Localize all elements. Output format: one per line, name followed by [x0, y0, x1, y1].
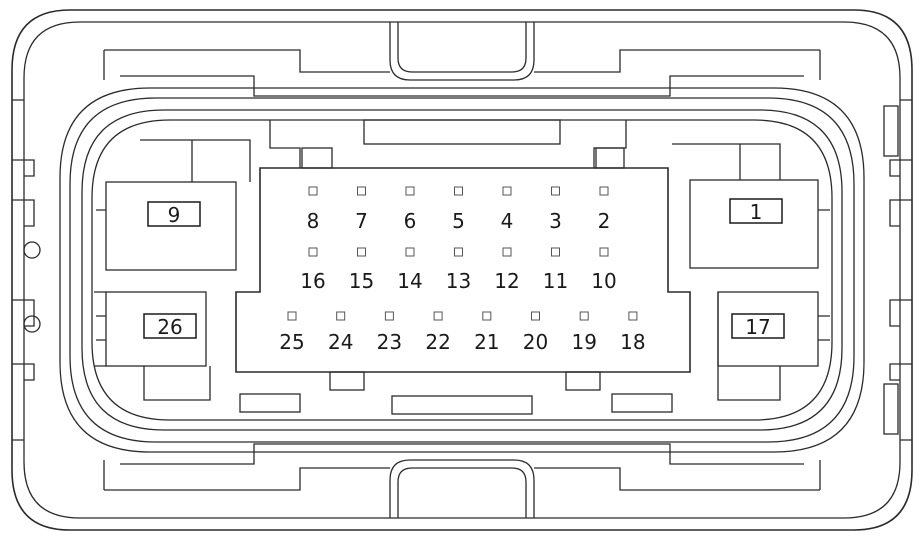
cavity-9-label: 9 — [168, 203, 181, 227]
pin-square — [628, 311, 638, 321]
pin-label: 16 — [300, 269, 325, 293]
pin-label: 4 — [501, 209, 514, 233]
pin-label: 8 — [307, 209, 320, 233]
pin-label: 5 — [452, 209, 465, 233]
pin-label: 13 — [446, 269, 471, 293]
pin-square — [482, 311, 492, 321]
pin-row-2: 16 15 14 13 12 11 10 — [300, 247, 617, 293]
pin-row-1: 8 7 6 5 4 3 2 — [307, 186, 611, 233]
pin-square — [336, 311, 346, 321]
housing-outline — [11, 9, 913, 531]
cavity-1-box — [729, 198, 783, 224]
center-insert — [235, 167, 691, 373]
top-latch — [389, 22, 535, 81]
pin-square — [579, 311, 589, 321]
right-cavity-upper — [689, 179, 819, 269]
pin-label: 25 — [279, 330, 304, 354]
pin-label: 7 — [355, 209, 368, 233]
pin-label: 14 — [397, 269, 422, 293]
cavity-26-box — [143, 313, 197, 339]
pin-square — [433, 311, 443, 321]
pin-label: 20 — [523, 330, 548, 354]
pin-square — [405, 186, 415, 196]
pin-label: 22 — [425, 330, 450, 354]
pin-square — [454, 186, 463, 196]
pin-square — [405, 247, 415, 257]
pin-label: 19 — [571, 330, 596, 354]
bottom-latch — [389, 459, 535, 518]
cavity-9-box — [147, 201, 201, 227]
pin-square — [599, 186, 609, 196]
pin-label: 11 — [543, 269, 568, 293]
left-cavity-upper — [105, 181, 237, 271]
pin-square — [551, 247, 560, 257]
left-cavity-lower — [105, 291, 207, 367]
cavity-26-label: 26 — [157, 315, 182, 339]
pin-square — [531, 311, 540, 321]
pin-square — [502, 186, 512, 196]
pin-square — [357, 247, 366, 257]
pin-label: 3 — [549, 209, 562, 233]
cavity-17-box — [731, 313, 785, 339]
seal-ring-outer — [59, 87, 865, 453]
pin-label: 6 — [404, 209, 417, 233]
seal-ring-middle — [69, 97, 855, 443]
pin-label: 23 — [377, 330, 402, 354]
pin-square — [287, 311, 297, 321]
pin-square — [454, 247, 463, 257]
housing-inner-outline — [23, 21, 901, 519]
pin-square — [357, 186, 366, 196]
pin-label: 18 — [620, 330, 645, 354]
pin-square — [599, 247, 609, 257]
pin-label: 24 — [328, 330, 353, 354]
seal-ring-inner — [81, 109, 843, 431]
pin-square — [502, 247, 512, 257]
pin-row-3: 25 24 23 22 21 20 19 18 — [279, 311, 646, 354]
pin-label: 2 — [598, 209, 611, 233]
pin-square — [308, 186, 318, 196]
cavity-17-label: 17 — [745, 315, 770, 339]
pin-label: 10 — [591, 269, 616, 293]
pin-square — [384, 311, 394, 321]
cavity-1-label: 1 — [750, 200, 763, 224]
pin-label: 15 — [349, 269, 374, 293]
pin-label: 21 — [474, 330, 499, 354]
pin-square — [308, 247, 318, 257]
pin-square — [551, 186, 560, 196]
pin-label: 12 — [494, 269, 519, 293]
